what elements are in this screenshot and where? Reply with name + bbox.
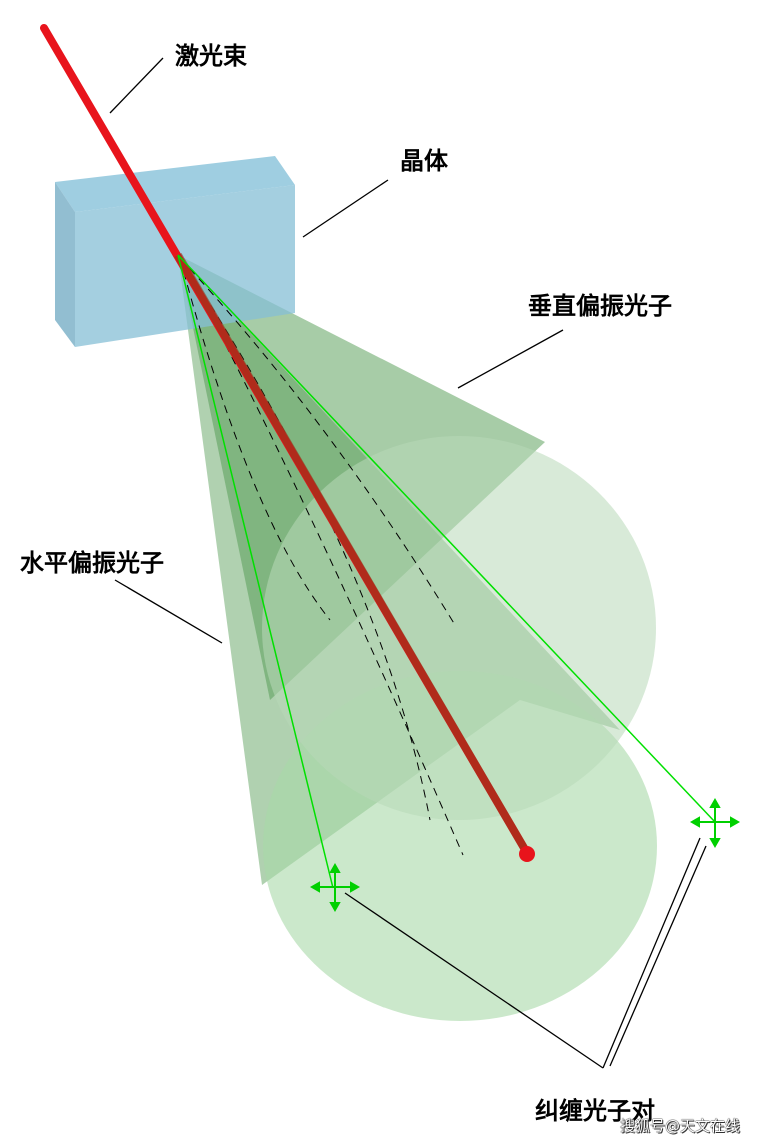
polarization-cross-icon [309, 862, 361, 913]
vertical-polarization-label: 垂直偏振光子 [528, 292, 672, 320]
entangled-pair-label: 纠缠光子对 [535, 1097, 655, 1125]
polarization-cross-icon [689, 797, 741, 849]
leader-lines [109, 57, 707, 1069]
crystal-label: 晶体 [400, 147, 448, 175]
horizontal-polarization-label: 水平偏振光子 [20, 549, 164, 577]
laser-beam-label: 激光束 [175, 42, 247, 70]
laser-beam [40, 24, 535, 862]
watermark: 搜狐号@天文在线 [620, 1117, 741, 1135]
photon-rays [177, 254, 716, 889]
vertical-polarization-cone [178, 255, 656, 820]
